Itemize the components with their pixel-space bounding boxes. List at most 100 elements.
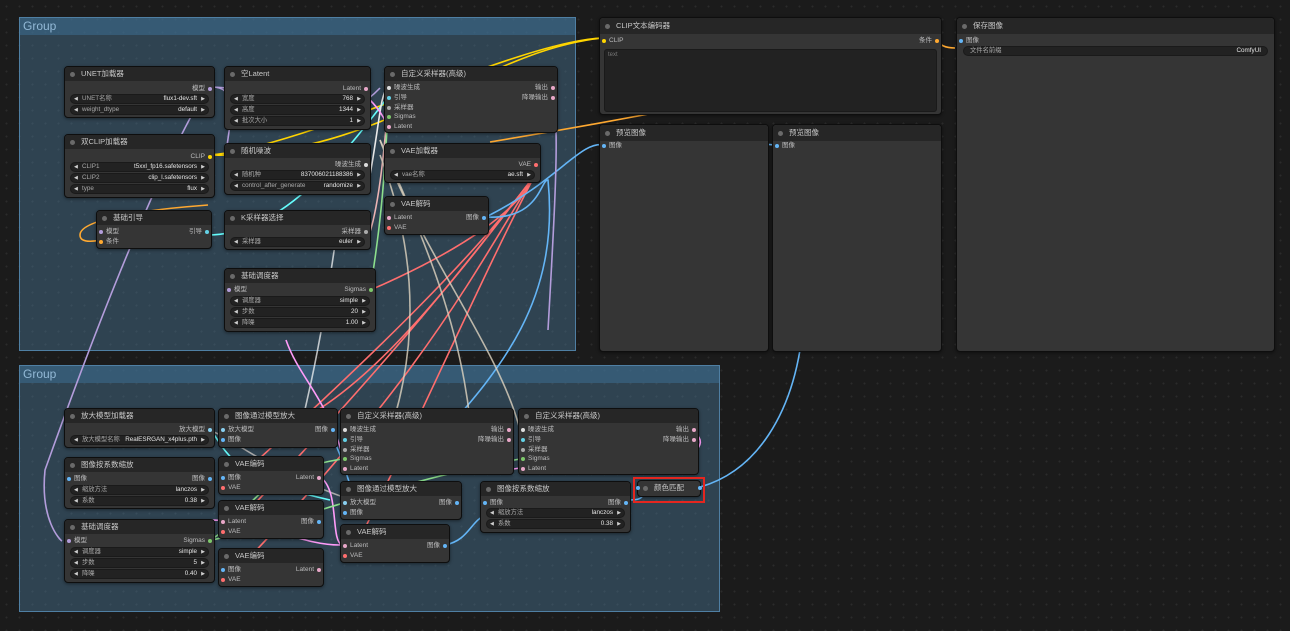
- collapse-dot-icon[interactable]: [390, 201, 395, 207]
- arrow-left-icon[interactable]: ◀: [74, 164, 78, 170]
- arrow-right-icon[interactable]: ▶: [201, 560, 205, 566]
- arrow-right-icon[interactable]: ▶: [201, 571, 205, 577]
- node-preview-image-2[interactable]: 预览图像 图像: [772, 124, 942, 352]
- output-model[interactable]: 模型: [192, 85, 212, 93]
- slot-dot-icon[interactable]: [521, 457, 525, 461]
- input-guider[interactable]: 引导: [521, 436, 541, 444]
- input-image[interactable]: 图像: [775, 142, 795, 150]
- slot-dot-icon[interactable]: [343, 501, 347, 505]
- input-image[interactable]: 图像: [221, 566, 241, 574]
- slot-dot-icon[interactable]: [317, 476, 321, 480]
- input-upscale-model[interactable]: 放大模型: [221, 426, 254, 434]
- slot-dot-icon[interactable]: [227, 288, 231, 292]
- slot-dot-icon[interactable]: [624, 501, 628, 505]
- collapse-dot-icon[interactable]: [486, 486, 491, 492]
- input-latent[interactable]: Latent: [343, 465, 368, 473]
- input-sigmas[interactable]: Sigmas: [343, 455, 372, 463]
- output-latent[interactable]: Latent: [296, 474, 321, 482]
- slot-dot-icon[interactable]: [775, 144, 779, 148]
- arrow-right-icon[interactable]: ▶: [357, 107, 361, 113]
- input-vae[interactable]: VAE: [343, 552, 363, 560]
- arrow-right-icon[interactable]: ▶: [201, 186, 205, 192]
- node-image-upscale-with-model[interactable]: 图像通过模型放大 放大模型 图像 图像: [218, 408, 338, 448]
- arrow-right-icon[interactable]: ▶: [201, 107, 205, 113]
- slot-dot-icon[interactable]: [482, 216, 486, 220]
- slot-dot-icon[interactable]: [317, 568, 321, 572]
- input-image[interactable]: 图像: [343, 509, 363, 517]
- arrow-right-icon[interactable]: ▶: [357, 118, 361, 124]
- slot-dot-icon[interactable]: [692, 428, 696, 432]
- input-image[interactable]: 图像: [483, 499, 503, 507]
- input-sampler[interactable]: 采样器: [521, 446, 548, 454]
- arrow-left-icon[interactable]: ◀: [234, 298, 238, 304]
- collapse-dot-icon[interactable]: [224, 413, 229, 419]
- input-noise[interactable]: 噪波生成: [387, 84, 420, 92]
- arrow-left-icon[interactable]: ◀: [74, 437, 78, 443]
- slot-dot-icon[interactable]: [343, 544, 347, 548]
- node-vae-decode[interactable]: VAE解码 Latent VAE 图像: [218, 500, 324, 539]
- slot-dot-icon[interactable]: [507, 438, 511, 442]
- arrow-right-icon[interactable]: ▶: [201, 487, 205, 493]
- output-sigmas[interactable]: Sigmas: [183, 537, 212, 545]
- arrow-right-icon[interactable]: ▶: [362, 320, 366, 326]
- collapse-dot-icon[interactable]: [224, 505, 229, 511]
- input-model[interactable]: 模型: [99, 228, 119, 236]
- output-image[interactable]: 图像: [192, 475, 212, 483]
- slot-dot-icon[interactable]: [387, 216, 391, 220]
- slot-dot-icon[interactable]: [343, 448, 347, 452]
- slot-dot-icon[interactable]: [521, 428, 525, 432]
- arrow-left-icon[interactable]: ◀: [234, 239, 238, 245]
- slot-dot-icon[interactable]: [67, 539, 71, 543]
- node-basic-guider[interactable]: 基础引导 模型 条件 引导: [96, 210, 212, 249]
- input-upscale-model[interactable]: 放大模型: [343, 499, 376, 507]
- slot-dot-icon[interactable]: [343, 457, 347, 461]
- arrow-left-icon[interactable]: ◀: [74, 560, 78, 566]
- arrow-right-icon[interactable]: ▶: [201, 437, 205, 443]
- input-conditioning[interactable]: 条件: [99, 238, 119, 246]
- output-denoised[interactable]: 降噪输出: [478, 436, 511, 444]
- collapse-dot-icon[interactable]: [643, 485, 648, 491]
- slot-dot-icon[interactable]: [935, 39, 939, 43]
- arrow-left-icon[interactable]: ◀: [234, 320, 238, 326]
- node-preview-image-1[interactable]: 预览图像 图像: [599, 124, 769, 352]
- arrow-left-icon[interactable]: ◀: [74, 175, 78, 181]
- input-model[interactable]: 模型: [67, 537, 87, 545]
- output-output[interactable]: 输出: [535, 84, 555, 92]
- output-latent[interactable]: Latent: [296, 566, 321, 574]
- input-noise[interactable]: 噪波生成: [343, 426, 376, 434]
- collapse-dot-icon[interactable]: [778, 130, 783, 136]
- node-custom-sampler-advanced[interactable]: 自定义采样器(高级) 噪波生成 引导 采样器 Sigmas Latent 输出 …: [518, 408, 699, 475]
- input-latent[interactable]: Latent: [387, 123, 412, 131]
- collapse-dot-icon[interactable]: [346, 486, 351, 492]
- slot-dot-icon[interactable]: [387, 96, 391, 100]
- arrow-right-icon[interactable]: ▶: [357, 183, 361, 189]
- arrow-right-icon[interactable]: ▶: [201, 164, 205, 170]
- arrow-right-icon[interactable]: ▶: [362, 298, 366, 304]
- node-vae-encode[interactable]: VAE编码 图像 VAE Latent: [218, 456, 324, 495]
- arrow-right-icon[interactable]: ▶: [617, 521, 621, 527]
- node-color-match[interactable]: 颜色匹配: [636, 480, 702, 497]
- slot-dot-icon[interactable]: [343, 428, 347, 432]
- collapse-dot-icon[interactable]: [346, 529, 351, 535]
- slot-dot-icon[interactable]: [221, 520, 225, 524]
- slot-dot-icon[interactable]: [221, 568, 225, 572]
- input-vae[interactable]: VAE: [387, 224, 407, 232]
- output-image[interactable]: 图像: [608, 499, 628, 507]
- slot-dot-icon[interactable]: [387, 115, 391, 119]
- output-image[interactable]: 图像: [439, 499, 459, 507]
